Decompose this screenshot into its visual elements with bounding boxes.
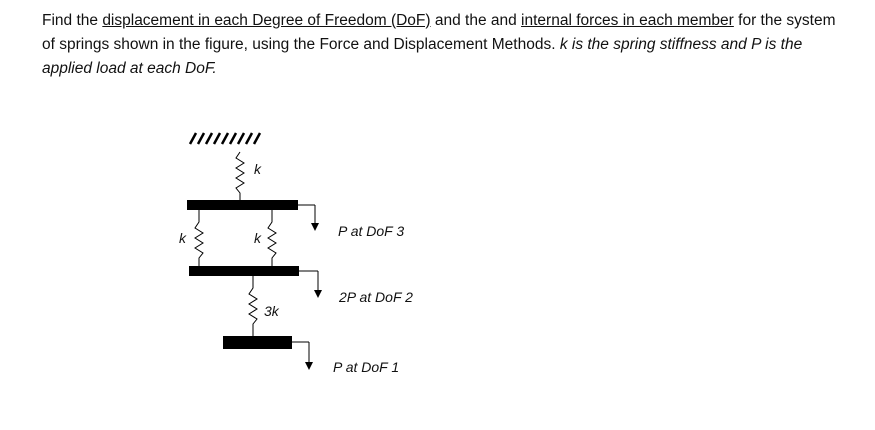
problem-text-1: Find the [42, 12, 103, 29]
spring-left-label: k [179, 230, 187, 246]
rigid-bar-dof2 [189, 266, 299, 276]
rigid-bar-dof3 [187, 200, 298, 210]
fixed-support [188, 132, 262, 145]
problem-text-3: for the system of springs shown in the f… [42, 12, 836, 53]
load-label-dof2: 2P at DoF 2 [338, 289, 413, 305]
spring-right-label: k [254, 230, 262, 246]
load-arrow-dof1 [292, 341, 313, 370]
spring-top [235, 151, 245, 200]
problem-underlined-forces: internal forces in each member [521, 12, 734, 29]
load-arrow-dof3 [298, 204, 319, 231]
problem-italic-definitions: k is the spring stiffness and P is the a… [42, 36, 803, 77]
rigid-bar-dof1 [223, 336, 292, 349]
load-label-dof3: P at DoF 3 [338, 223, 404, 239]
load-arrow-dof2 [299, 270, 322, 298]
spring-top-label: k [254, 161, 262, 177]
load-label-dof1: P at DoF 1 [333, 359, 399, 375]
problem-text-2: and the and [430, 12, 522, 29]
problem-statement: Find the displacement in each Degree of … [42, 9, 842, 81]
spring-bottom [248, 276, 258, 336]
problem-underlined-displacement: displacement in each Degree of Freedom (… [102, 12, 431, 29]
spring-bottom-label: 3k [264, 303, 280, 319]
spring-right [267, 210, 277, 266]
spring-left [194, 210, 204, 266]
